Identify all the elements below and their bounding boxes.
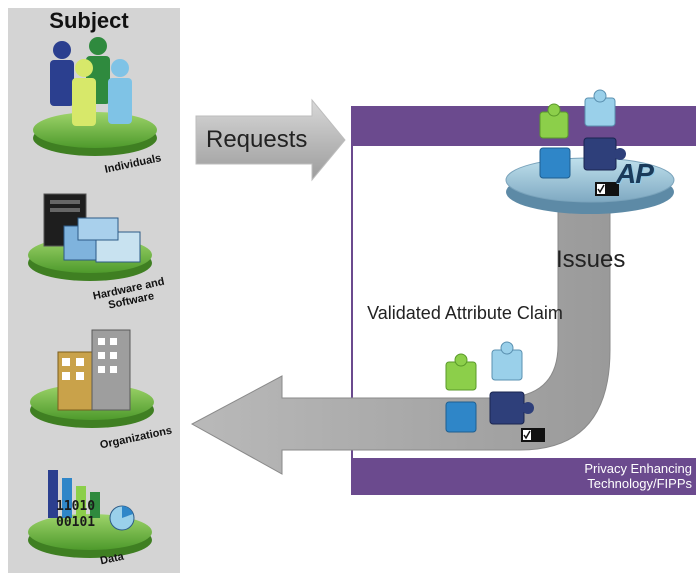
trustmark-badge-icon	[595, 182, 619, 196]
puzzle-pieces-icon	[539, 89, 626, 179]
data-platform: 11010 00101	[28, 470, 152, 558]
privacy-enhancing-technology-label: Privacy Enhancing Technology/FIPPs	[584, 461, 692, 491]
validated-claim-puzzle-icon	[445, 341, 545, 442]
requests-label: Requests	[206, 126, 308, 153]
subject-title: Subject	[49, 8, 129, 33]
hardware-software-platform	[28, 193, 152, 281]
validated-attribute-claim-label: Validated Attribute Claim	[367, 303, 563, 323]
office-buildings-icon	[57, 329, 131, 411]
data-chart-icon: 11010 00101	[48, 470, 135, 531]
issues-label: Issues	[556, 246, 626, 273]
svg-text:00101: 00101	[56, 515, 95, 530]
top-purple-band	[352, 107, 696, 146]
individuals-platform	[33, 37, 157, 156]
requests-arrow	[195, 98, 346, 182]
trustmark-badge-icon	[521, 428, 545, 442]
attribute-provider-platform	[505, 89, 675, 214]
attribute-provider-label: AP	[616, 158, 654, 189]
organizations-platform	[30, 329, 154, 428]
people-icon	[50, 37, 132, 126]
computer-hardware-icon	[43, 193, 141, 263]
bottom-purple-band	[352, 458, 696, 494]
svg-text:11010: 11010	[56, 499, 95, 514]
